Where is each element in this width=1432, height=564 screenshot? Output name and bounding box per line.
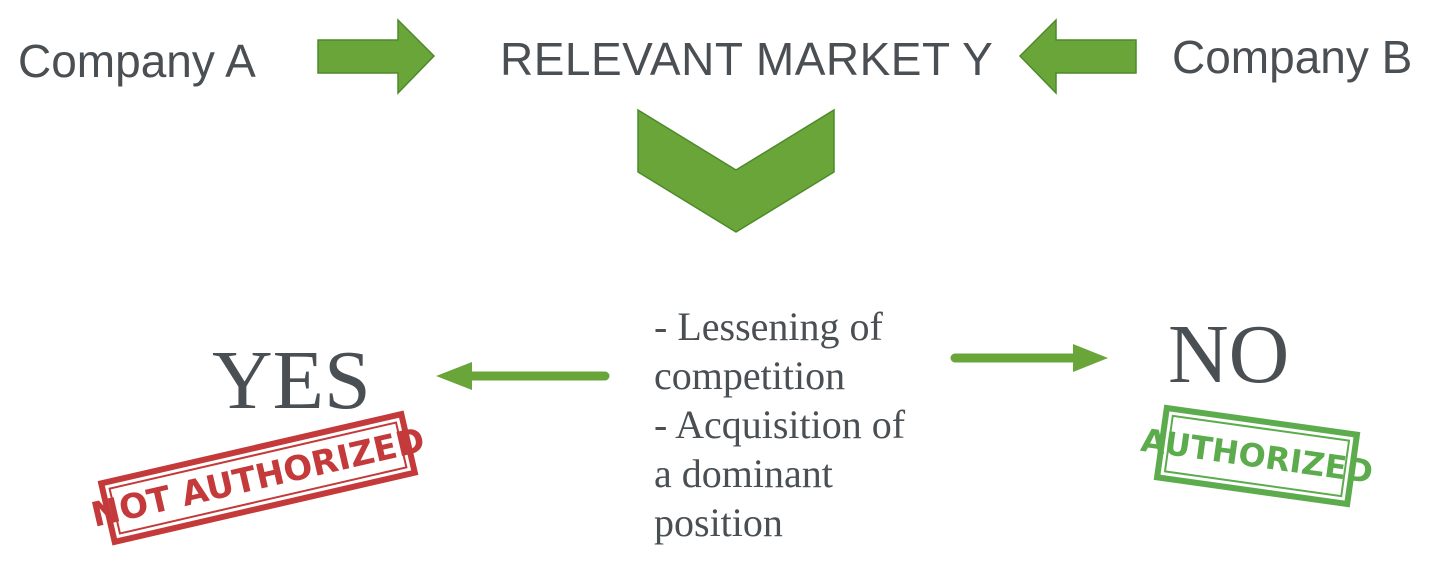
conditions-text: - Lessening of competition - Acquisition… <box>654 302 954 547</box>
arrow-left-to-yes <box>436 362 610 390</box>
arrow-left-from-company-b <box>1018 18 1137 95</box>
no-label: NO <box>1168 308 1290 401</box>
condition-line: - Lessening of <box>654 304 883 349</box>
arrow-right-from-company-a <box>317 18 436 95</box>
condition-line: position <box>654 500 783 545</box>
arrow-right-to-no <box>950 344 1108 372</box>
condition-line: competition <box>654 353 846 398</box>
relevant-market-label: RELEVANT MARKET Y <box>500 33 994 85</box>
company-a-label: Company A <box>18 35 256 87</box>
chevron-down-arrow <box>637 108 835 233</box>
condition-line: a dominant <box>654 451 833 496</box>
company-b-label: Company B <box>1172 31 1413 83</box>
yes-label: YES <box>212 334 371 427</box>
condition-line: - Acquisition of <box>654 402 906 447</box>
